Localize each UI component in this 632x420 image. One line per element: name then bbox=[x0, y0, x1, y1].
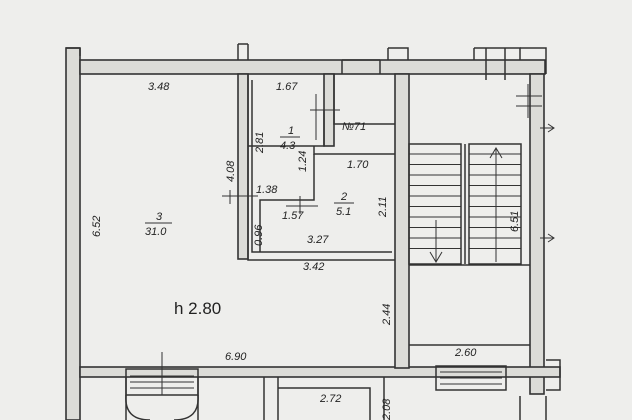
bathroom-block-outline bbox=[247, 74, 395, 261]
bottom-right-walls bbox=[519, 396, 547, 420]
room3-number: 3 bbox=[156, 211, 163, 223]
lower-structure bbox=[125, 352, 561, 420]
balcony-arc-left bbox=[125, 394, 151, 420]
room2-top-wall bbox=[313, 146, 395, 155]
room2-left-wall bbox=[259, 154, 315, 252]
room1-area: 4.3 bbox=[280, 140, 296, 152]
corner-top-right bbox=[520, 47, 547, 74]
interior-lines bbox=[222, 74, 395, 261]
right-outer-wall bbox=[529, 73, 545, 395]
dim-label: 3.42 bbox=[303, 261, 324, 273]
dim-label-vertical: 2.08 bbox=[381, 398, 393, 420]
entry-arrow-bottom-icon bbox=[540, 233, 555, 243]
dim-label-vertical: 0.96 bbox=[253, 224, 265, 246]
dim-label: 3.48 bbox=[148, 81, 170, 93]
dim-label-vertical: 1.24 bbox=[297, 151, 309, 172]
room1-number: 1 bbox=[288, 125, 294, 137]
dim-label-vertical: 2.81 bbox=[254, 132, 266, 154]
room1-bottom-wall bbox=[248, 110, 325, 147]
left-outer-wall bbox=[65, 47, 81, 420]
bathroom-block-inner bbox=[251, 80, 392, 253]
pier-bottom-right bbox=[546, 359, 561, 391]
room2-area: 5.1 bbox=[336, 206, 351, 218]
door-mark-room1 bbox=[310, 94, 340, 140]
entry-arrow-top-icon bbox=[540, 123, 555, 133]
pier-top-left bbox=[66, 43, 249, 60]
shaft-outline bbox=[333, 74, 395, 125]
room3-area: 31.0 bbox=[145, 226, 167, 238]
stair-flight-left bbox=[408, 143, 462, 265]
room-labels: 1 4.3 2 5.1 3 31.0 №71 h 2.80 bbox=[145, 121, 366, 318]
dim-label-vertical: 2.44 bbox=[381, 304, 393, 326]
stair-arrow-up-icon bbox=[489, 147, 503, 159]
stair-flight-right bbox=[468, 143, 522, 265]
pier-top-mid bbox=[387, 47, 409, 60]
room2-number: 2 bbox=[340, 191, 347, 203]
ceiling-height-label: h 2.80 bbox=[174, 299, 221, 318]
lower-room-walls bbox=[263, 377, 385, 420]
dim-label: 3.27 bbox=[307, 234, 329, 246]
lower-window bbox=[435, 365, 507, 391]
bathroom-left-wall bbox=[237, 73, 249, 260]
dim-label: 1.67 bbox=[276, 81, 298, 93]
dim-label: 2.72 bbox=[319, 393, 341, 405]
window-top-mid bbox=[341, 59, 381, 74]
stair-arrow-down-icon bbox=[429, 251, 443, 263]
wall-piers bbox=[66, 43, 547, 80]
dim-label: 1.70 bbox=[347, 159, 369, 171]
top-outer-wall bbox=[79, 59, 546, 75]
apartment-number-label: №71 bbox=[342, 121, 366, 133]
dim-label: 1.38 bbox=[256, 184, 278, 196]
dim-label: 2.60 bbox=[454, 347, 477, 359]
staircase bbox=[408, 84, 555, 346]
stair-partition-wall bbox=[394, 73, 410, 369]
dim-label: 1.57 bbox=[282, 210, 304, 222]
door-mark-room2 bbox=[286, 196, 318, 214]
door-mark-room3 bbox=[222, 190, 258, 204]
dim-label-vertical: 6.51 bbox=[509, 211, 521, 232]
dim-label-vertical: 2.11 bbox=[377, 196, 389, 218]
dimension-labels: 3.48 1.67 1.70 1.38 1.57 3.27 3.42 6.90 … bbox=[91, 81, 521, 420]
dim-label-vertical: 6.52 bbox=[91, 216, 103, 237]
vent-mark bbox=[516, 84, 542, 118]
dim-label: 6.90 bbox=[225, 351, 247, 363]
dim-label-vertical: 4.08 bbox=[225, 160, 237, 182]
balcony-arc-right bbox=[173, 394, 199, 420]
